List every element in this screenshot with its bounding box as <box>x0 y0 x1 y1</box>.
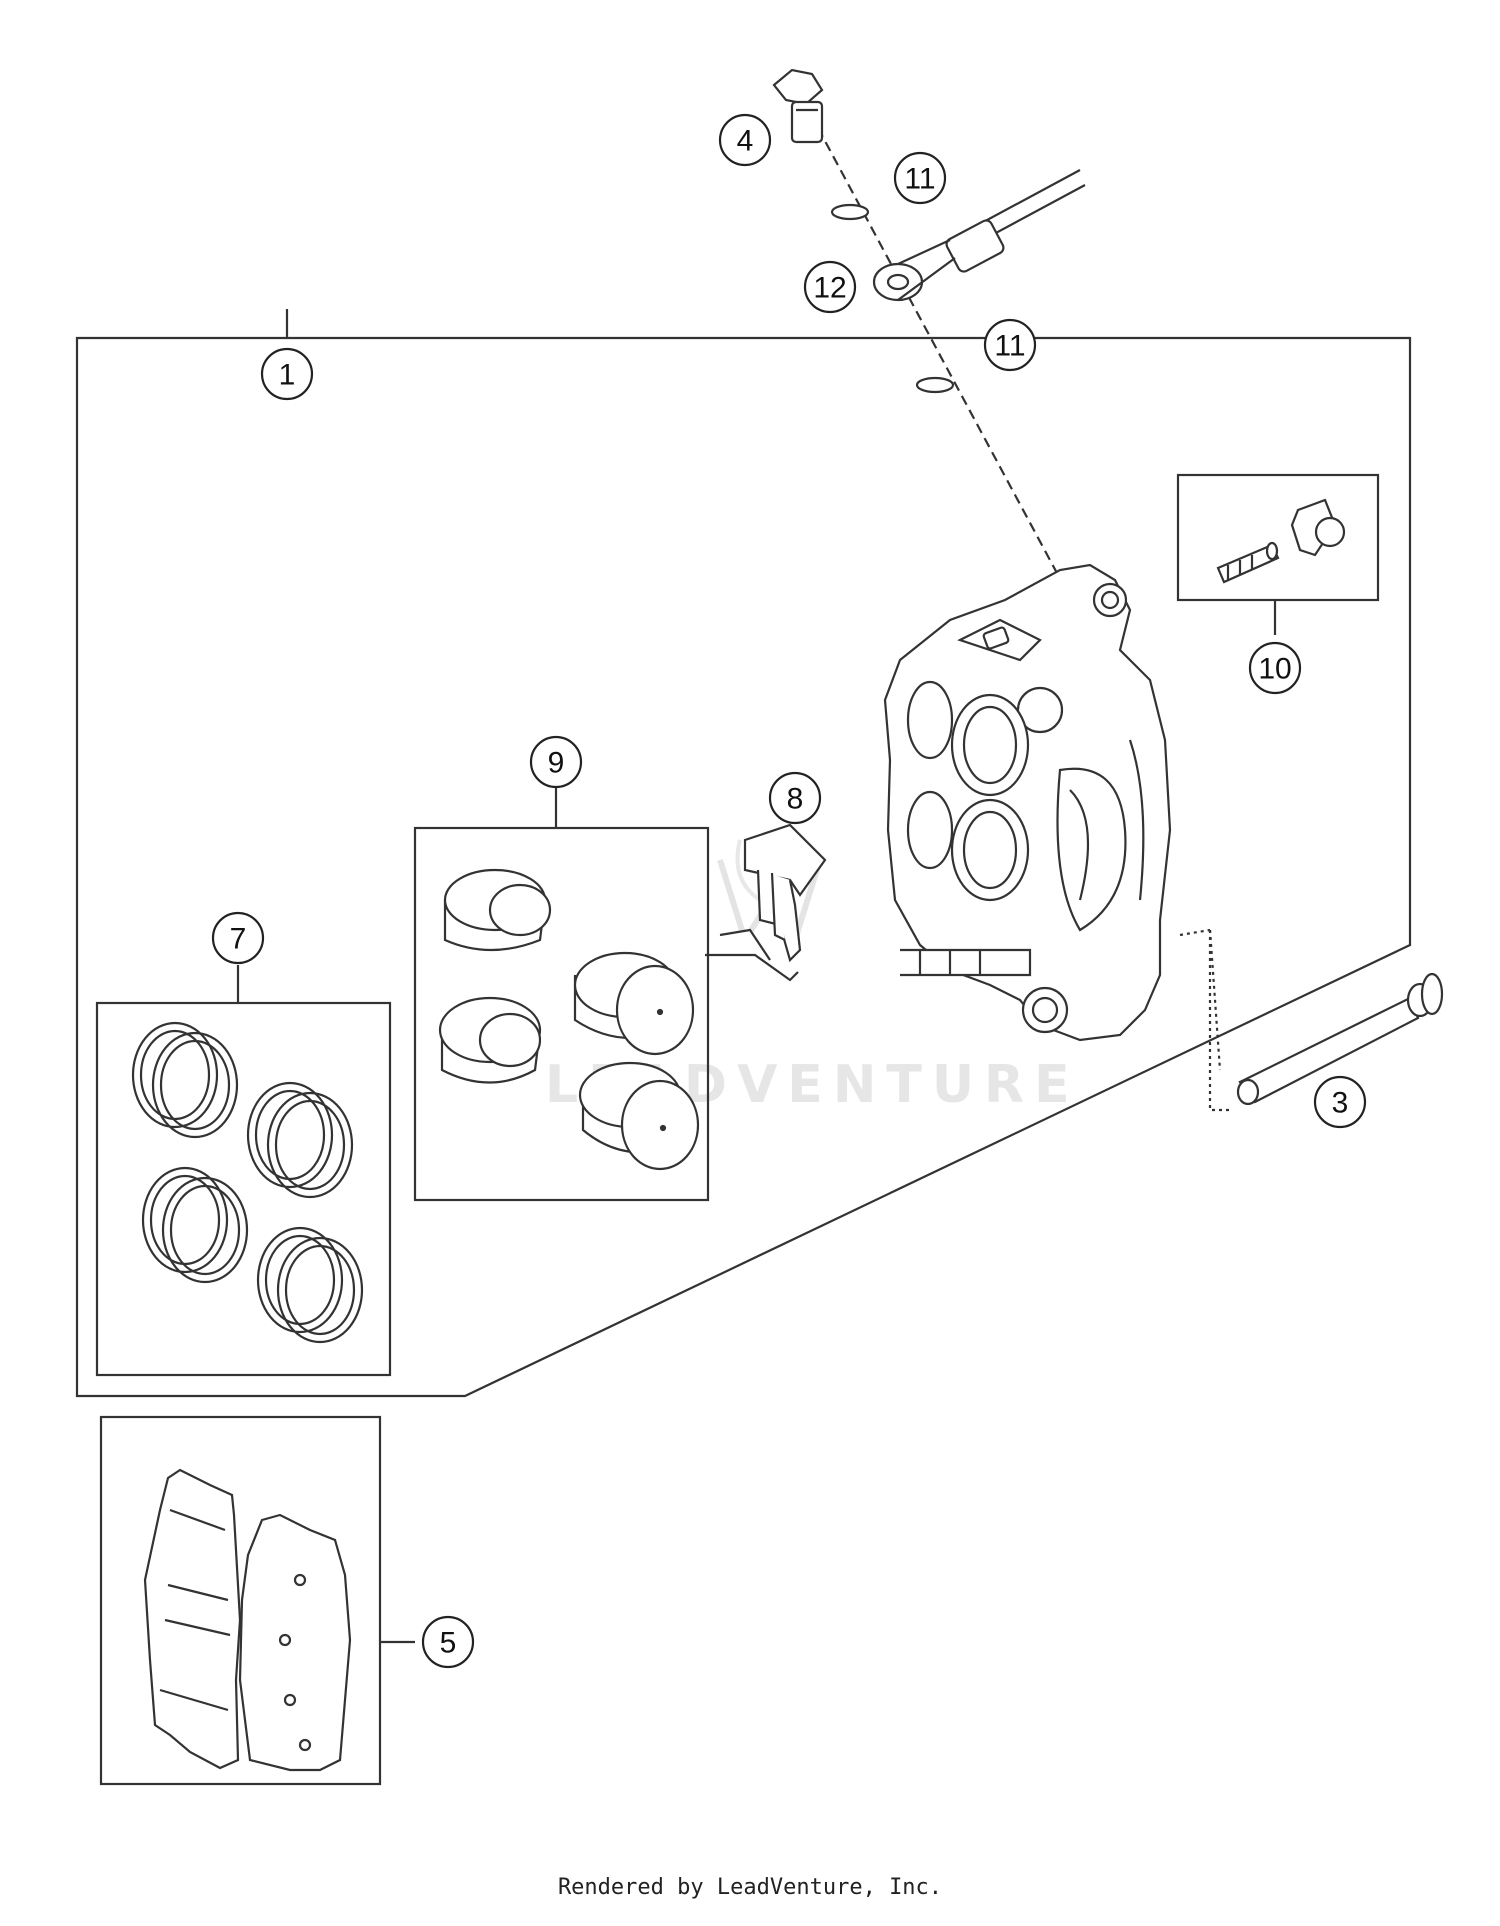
callout-11a-label: 11 <box>904 163 935 196</box>
piston-1 <box>443 868 552 952</box>
footer-credit: Rendered by LeadVenture, Inc. <box>557 1875 943 1900</box>
pin-3-guide <box>1208 930 1230 1112</box>
seal-ring-3 <box>141 1166 249 1284</box>
callout-12-label: 12 <box>813 272 846 305</box>
callout-11b-circle <box>983 318 1037 372</box>
brake-pad-front <box>143 1468 242 1770</box>
pistons-9-box <box>413 826 710 1202</box>
callout-8-label: 8 <box>787 783 804 816</box>
piston-2 <box>438 996 542 1084</box>
callout-7-label: 7 <box>230 923 247 956</box>
assembly-1-outline <box>75 309 1412 1398</box>
callout-1-label: 1 <box>279 359 296 392</box>
banjo-bolt-4 <box>772 68 824 144</box>
seal-ring-2 <box>246 1081 354 1199</box>
callout-9-circle <box>529 735 583 789</box>
callout-7-circle <box>211 911 265 965</box>
pad-spring-8 <box>705 823 827 982</box>
bleeder-cap <box>1290 498 1346 557</box>
callout-8-circle <box>768 771 822 825</box>
callout-10-label: 10 <box>1258 653 1291 686</box>
callout-4-circle <box>718 113 772 167</box>
callout-11b-label: 11 <box>994 330 1025 363</box>
callout-12-circle <box>803 260 857 314</box>
callout-5-label: 5 <box>440 1627 457 1660</box>
callout-4-label: 4 <box>737 125 754 158</box>
bolt-axis-line <box>817 127 1059 576</box>
seals-7-box <box>95 1001 392 1377</box>
seal-ring-1 <box>131 1021 239 1139</box>
pin-3 <box>1236 972 1444 1106</box>
callout-10-circle <box>1248 641 1302 695</box>
piston-4 <box>578 1061 700 1171</box>
callout-3-circle <box>1313 1075 1367 1129</box>
callout-3-label: 3 <box>1332 1087 1349 1120</box>
pin-3-guide-2 <box>1179 928 1222 1071</box>
callout-9-label: 9 <box>548 747 565 780</box>
brake-caliper-body <box>883 563 1172 1042</box>
bleeder-valve <box>1216 541 1280 584</box>
bleeder-kit-10-box <box>1176 473 1380 602</box>
washer-11-upper <box>830 203 870 221</box>
piston-3 <box>573 951 695 1056</box>
brake-pads-5-box <box>99 1415 382 1786</box>
callout-1-circle <box>260 347 314 401</box>
brake-line-fitting-12 <box>872 169 1086 302</box>
seal-ring-4 <box>256 1226 364 1344</box>
callout-5-circle <box>421 1615 475 1669</box>
washer-11-lower <box>915 376 955 394</box>
brake-pad-rear <box>238 1513 352 1772</box>
callout-11a-circle <box>893 151 947 205</box>
